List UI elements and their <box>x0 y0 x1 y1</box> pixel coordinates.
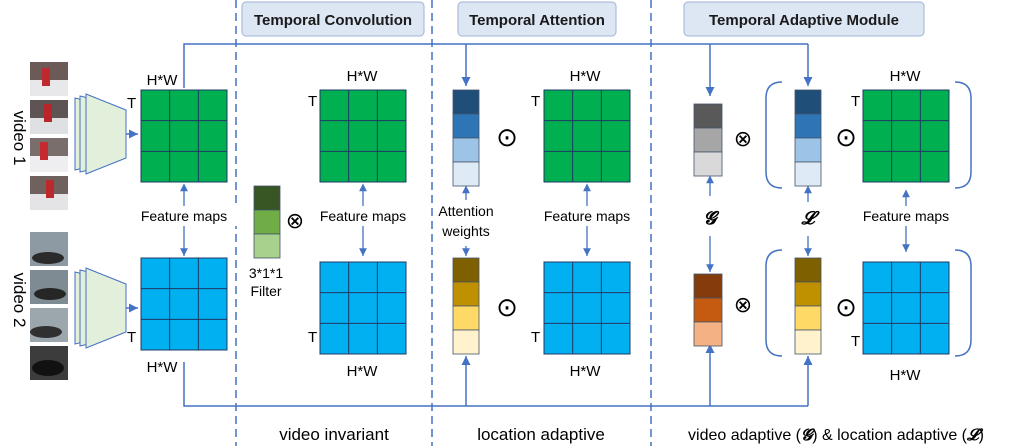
feature-map-video2-input <box>140 257 228 351</box>
g-vector-video2-cell-1 <box>693 273 723 299</box>
tam-brackets-bottom <box>765 249 972 357</box>
footer-tam-g: 𝓖 <box>801 425 815 444</box>
l-vector-video2 <box>794 257 822 355</box>
footer-tam: video adaptive (𝓖) & location adaptive (… <box>688 425 984 444</box>
t-label-6: T <box>531 329 540 346</box>
attention-weights-video2-cell-2 <box>452 281 480 307</box>
feature-map-video2-attn <box>543 261 631 355</box>
top-connection-line <box>183 43 808 88</box>
feature-map-video2-conv <box>319 261 407 355</box>
g-vector-video1-cell-1 <box>693 103 723 129</box>
g-vector-video2-cell-3 <box>693 321 723 347</box>
t-label-2: T <box>127 329 136 346</box>
odot-attention-bottom: ⊙ <box>496 293 518 323</box>
t-label-5: T <box>531 93 540 110</box>
hw-label-5: H*W <box>570 68 602 85</box>
l-vector-video2-cell-1 <box>794 257 822 283</box>
l-vector-video1-cell-4 <box>794 161 822 187</box>
footer-tam-suffix: ) <box>979 427 984 444</box>
l-vector-video2-cell-2 <box>794 281 822 307</box>
attention-weights-video1-cell-1 <box>452 89 480 115</box>
l-vector-video1-cell-3 <box>794 137 822 163</box>
feature-map-video2-tam <box>862 261 950 355</box>
footer-location-adaptive: location adaptive <box>477 425 605 444</box>
conv-filter <box>253 185 281 259</box>
hw-label-2: H*W <box>147 359 179 376</box>
attention-label-line2: weights <box>441 223 489 239</box>
header-temporal-adaptive-module-label: Temporal Adaptive Module <box>709 12 899 29</box>
otimes-filter: ⊗ <box>286 209 304 234</box>
hw-label-7: H*W <box>890 68 922 85</box>
attention-weights-video1 <box>452 89 480 187</box>
l-vector-video1 <box>794 89 822 187</box>
t-label-3: T <box>308 93 317 110</box>
feature-maps-label-4: Feature maps <box>863 208 949 224</box>
feature-map-video1-input <box>140 89 228 183</box>
attention-label-line1: Attention <box>438 203 493 219</box>
g-vector-video1-cell-3 <box>693 151 723 177</box>
t-label-4: T <box>308 329 317 346</box>
footer-tam-prefix: video adaptive ( <box>688 427 802 444</box>
hw-label-6: H*W <box>570 363 602 380</box>
header-temporal-attention: Temporal Attention <box>457 1 617 37</box>
filter-size-label: 3*1*1 <box>249 265 283 281</box>
feature-map-video1-tam <box>862 89 950 183</box>
l-vector-video1-cell-2 <box>794 113 822 139</box>
odot-l-bottom: ⊙ <box>835 293 857 323</box>
conv-filter-cell-2 <box>253 209 281 235</box>
t-label-7: T <box>851 93 860 110</box>
video1-frames <box>30 62 68 210</box>
footer-tam-mid: ) & location adaptive ( <box>812 427 967 444</box>
bottom-connection-line <box>183 362 808 407</box>
header-temporal-convolution-label: Temporal Convolution <box>254 12 412 29</box>
otimes-g-bottom: ⊗ <box>734 293 752 318</box>
feature-maps-label-1: Feature maps <box>141 208 227 224</box>
video2-frames <box>30 232 68 380</box>
attention-weights-video2-cell-4 <box>452 329 480 355</box>
hw-label-1: H*W <box>147 72 179 89</box>
video1-label: video 1 <box>10 111 29 166</box>
header-temporal-convolution: Temporal Convolution <box>241 1 425 37</box>
feature-maps-label-3: Feature maps <box>544 208 630 224</box>
footer-video-invariant: video invariant <box>279 425 389 444</box>
conv-filter-cell-3 <box>253 233 281 259</box>
l-vector-video1-cell-1 <box>794 89 822 115</box>
feature-map-video1-attn <box>543 89 631 183</box>
attention-weights-video1-cell-3 <box>452 137 480 163</box>
attention-weights-video2-cell-1 <box>452 257 480 283</box>
feature-map-video1-conv <box>319 89 407 183</box>
l-vector-video2-cell-4 <box>794 329 822 355</box>
header-temporal-adaptive-module: Temporal Adaptive Module <box>683 1 925 37</box>
conv-filter-cell-1 <box>253 185 281 211</box>
g-vector-video2-cell-2 <box>693 297 723 323</box>
attention-weights-video2-cell-3 <box>452 305 480 331</box>
video2-label: video 2 <box>10 273 29 328</box>
hw-label-8: H*W <box>890 367 922 384</box>
tam-brackets-top <box>765 81 972 189</box>
encoder-video2 <box>74 267 127 349</box>
odot-attention-top: ⊙ <box>496 123 518 153</box>
g-symbol: 𝓖 <box>704 208 720 229</box>
header-temporal-attention-label: Temporal Attention <box>469 12 605 29</box>
filter-label: Filter <box>250 283 281 299</box>
attention-weights-video1-cell-2 <box>452 113 480 139</box>
t-label-1: T <box>127 95 136 112</box>
feature-maps-label-2: Feature maps <box>320 208 406 224</box>
encoder-video1 <box>74 93 127 175</box>
otimes-g-top: ⊗ <box>734 127 752 152</box>
g-vector-video1-cell-2 <box>693 127 723 153</box>
t-label-8: T <box>851 333 860 350</box>
odot-l-top: ⊙ <box>835 123 857 153</box>
g-vector-video2 <box>693 273 723 347</box>
attention-weights-video1-cell-4 <box>452 161 480 187</box>
hw-label-4: H*W <box>347 363 379 380</box>
l-symbol: 𝓛 <box>800 208 820 229</box>
hw-label-3: H*W <box>347 68 379 85</box>
l-vector-video2-cell-3 <box>794 305 822 331</box>
attention-weights-video2 <box>452 257 480 355</box>
g-vector-video1 <box>693 103 723 177</box>
